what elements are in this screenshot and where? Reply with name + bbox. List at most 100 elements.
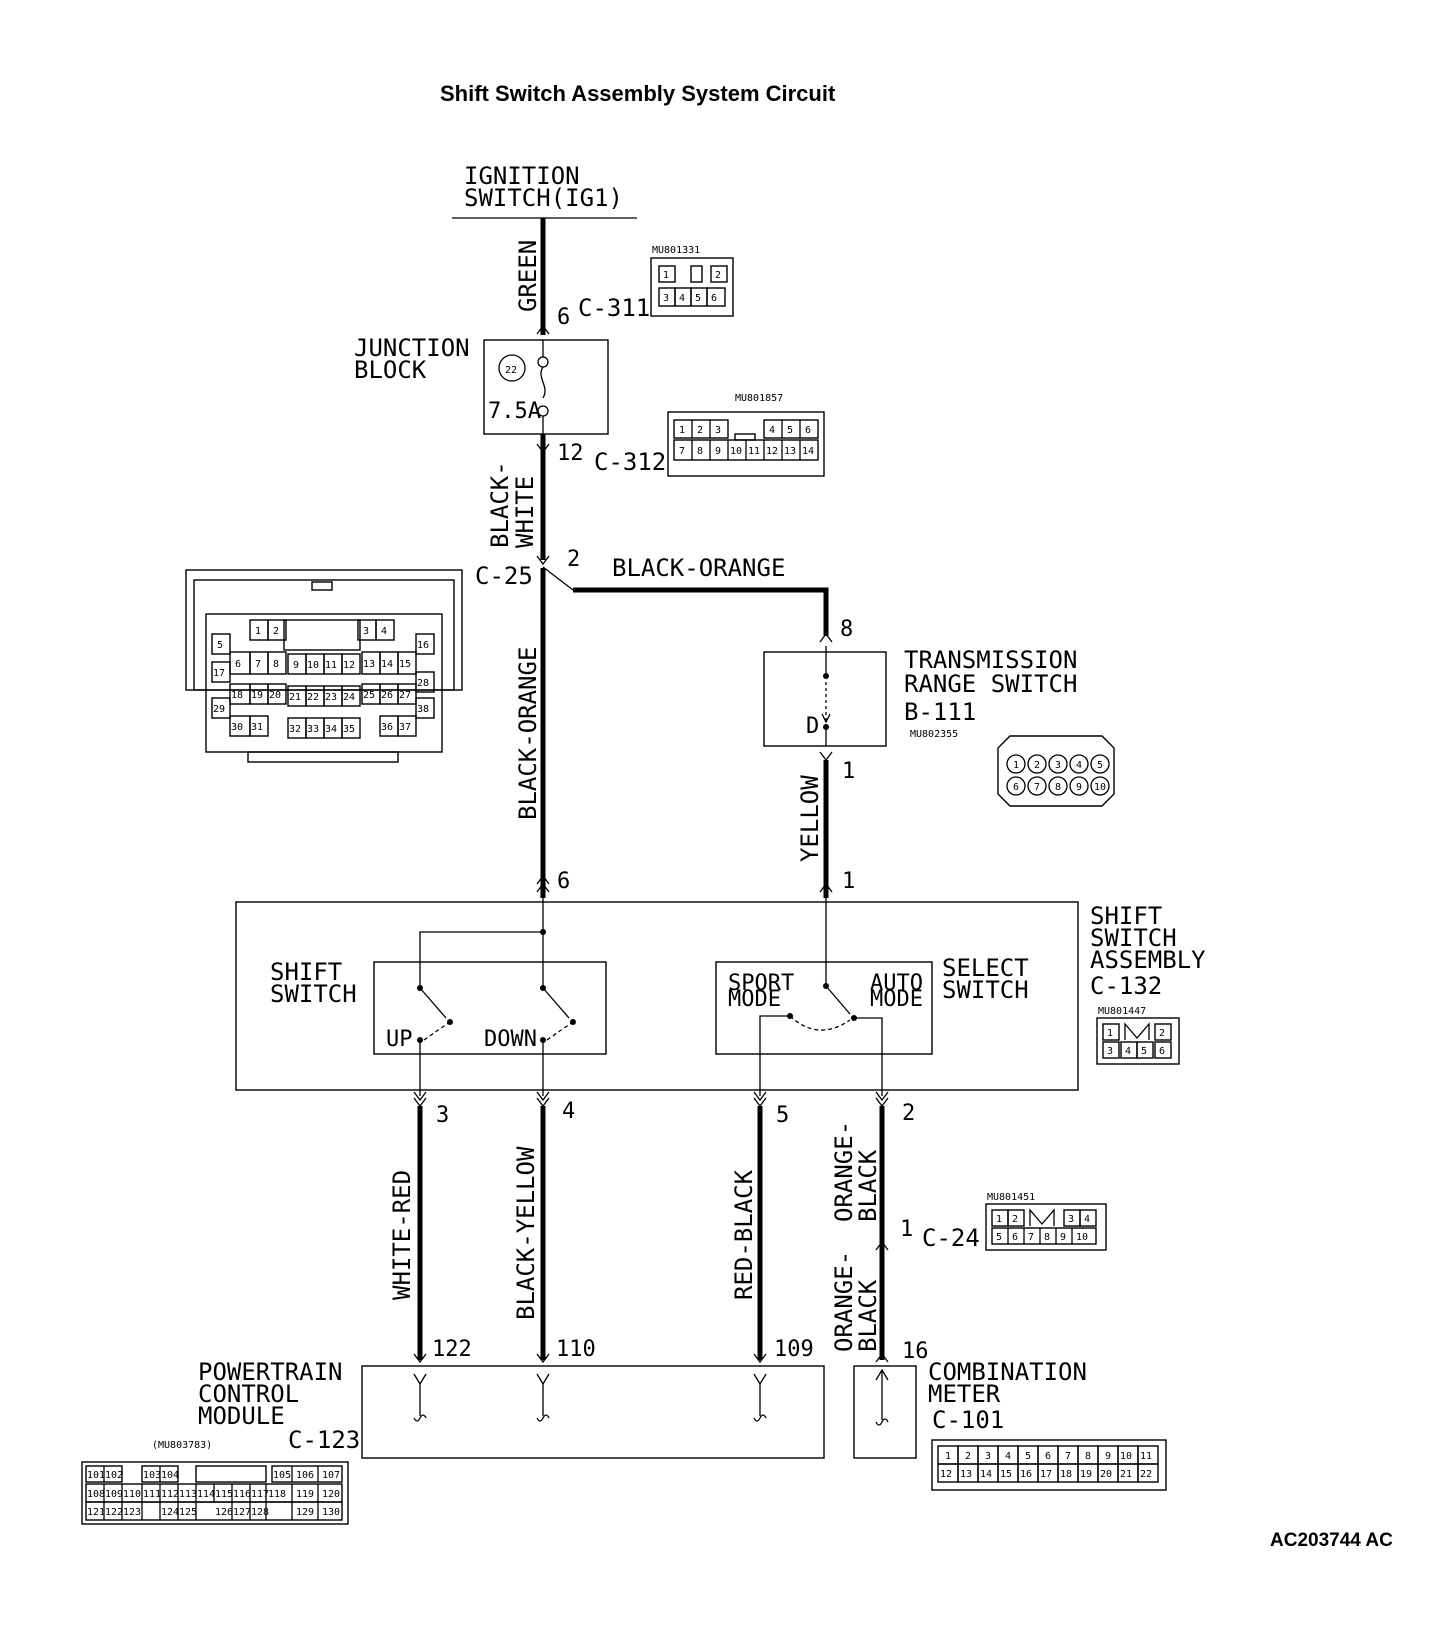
c123-cell: 111	[143, 1489, 161, 1500]
c312-cell: 8	[697, 446, 703, 457]
wire-label-black-orange-h: BLACK-ORANGE	[612, 554, 785, 582]
b111-cell: 4	[1076, 760, 1082, 771]
c123-cell: 102	[105, 1470, 123, 1481]
wire-label-black-white-2: WHITE	[511, 476, 539, 548]
c25-cell: 15	[399, 659, 411, 670]
c24-part: MU801451	[987, 1192, 1035, 1203]
meter-label-1: COMBINATION	[928, 1358, 1087, 1386]
ignition-label-1: IGNITION	[464, 162, 580, 190]
c101-cell: 13	[960, 1469, 972, 1480]
c123-cell: 115	[215, 1489, 233, 1500]
c123-cell: 112	[161, 1489, 179, 1500]
auto-label-2: MODE	[870, 987, 923, 1012]
c132-pin-5: 5	[776, 1103, 789, 1128]
c311-pin: 6	[557, 305, 570, 330]
c101-cell: 19	[1080, 1469, 1092, 1480]
wire-label-green: GREEN	[514, 240, 542, 312]
pcm-label-3: MODULE	[198, 1402, 285, 1430]
c101-cell-frame	[1137, 1463, 1159, 1483]
c101-cell: 10	[1120, 1451, 1132, 1462]
c101-cell: 8	[1085, 1451, 1091, 1462]
c132-pin6-marker-b	[536, 874, 550, 885]
c25-cell: 4	[381, 626, 387, 637]
c24-cell: 10	[1076, 1232, 1088, 1243]
c25-cell: 36	[381, 722, 393, 733]
c123-cell: 126	[215, 1507, 233, 1518]
wire-label-orange-black-1b: ORANGE-	[830, 1251, 858, 1352]
wire-black-orange-branch	[573, 587, 829, 636]
sport-label-2: MODE	[728, 987, 781, 1012]
c101-cell: 15	[1000, 1469, 1012, 1480]
c101-cell: 3	[985, 1451, 991, 1462]
c24-grid: 1 2 3 4 5 6 7 8 9 10	[991, 1208, 1097, 1245]
c132-pin1-marker	[819, 882, 833, 893]
c311-marker	[536, 324, 550, 335]
c24-pin: 1	[900, 1217, 913, 1242]
c25-cell: 2	[273, 626, 279, 637]
select-switch-box	[715, 961, 933, 1055]
c123-cell: 113	[179, 1489, 197, 1500]
diagram-title: Shift Switch Assembly System Circuit	[440, 81, 836, 106]
c25-cell: 26	[381, 690, 393, 701]
c132-grid: 1 2 3 4 5 6	[1102, 1022, 1172, 1059]
c311-cell: 3	[663, 293, 669, 304]
c312-pin: 12	[557, 441, 584, 466]
c101-cell: 5	[1025, 1451, 1031, 1462]
pcm-label-1: POWERTRAIN	[198, 1358, 343, 1386]
up-switch-arm	[419, 987, 447, 1019]
c101-cell: 21	[1120, 1469, 1132, 1480]
c101-cell: 6	[1045, 1451, 1051, 1462]
c25-cell: 7	[255, 659, 261, 670]
b111-cell: 2	[1034, 760, 1040, 771]
c25-cell: 10	[307, 660, 319, 671]
c24-name: C-24	[922, 1224, 980, 1252]
c312-cell: 6	[805, 425, 811, 436]
fuse-element	[540, 366, 546, 399]
c101-cell: 17	[1040, 1469, 1052, 1480]
c25-cell: 32	[289, 724, 301, 735]
b111-cell: 8	[1055, 782, 1061, 793]
c101-cell: 20	[1100, 1469, 1112, 1480]
c123-cell: 119	[296, 1489, 314, 1500]
c24-marker	[875, 1240, 889, 1251]
trs-contact-arrow	[821, 713, 831, 724]
c312-cell: 14	[802, 446, 814, 457]
c311-name: C-311	[578, 294, 650, 322]
transmission-range-switch-box	[763, 651, 887, 747]
c132-pin6-marker-a	[536, 882, 550, 893]
c311-cell: 5	[695, 293, 701, 304]
assembly-connector: C-132	[1090, 972, 1162, 1000]
c123-cell: 127	[233, 1507, 251, 1518]
c123-cell: 105	[273, 1470, 291, 1481]
c123-cell: 129	[296, 1507, 314, 1518]
pcm-pin-110: 110	[556, 1337, 596, 1362]
select-switch-label-2: SWITCH	[942, 976, 1029, 1004]
c312-grid: 1 2 3 4 5 6 7 8 9 10 11 12 13 14	[673, 419, 819, 461]
auto-label-1: AUTO	[870, 971, 923, 996]
trs-connector: B-111	[904, 698, 976, 726]
c123-grid: 101 102 103 104 105 106 107 108 109 110 …	[85, 1465, 343, 1521]
c101-face	[931, 1439, 1167, 1491]
c101-cell: 4	[1005, 1451, 1011, 1462]
c312-cell: 13	[784, 446, 796, 457]
b111-face	[997, 735, 1115, 807]
c25-cell: 13	[363, 659, 375, 670]
wire-label-red-black: RED-BLACK	[730, 1169, 758, 1300]
c24-cell: 8	[1044, 1232, 1050, 1243]
b111-cell: 10	[1094, 782, 1106, 793]
c123-cell: 117	[251, 1489, 269, 1500]
b111-cell: 7	[1034, 782, 1040, 793]
c123-cell: 106	[296, 1470, 314, 1481]
c311-cell: 4	[679, 293, 685, 304]
meter-connector: C-101	[932, 1406, 1004, 1434]
c24-cell: 5	[996, 1232, 1002, 1243]
c132-pin-3: 3	[436, 1103, 449, 1128]
c123-cell: 104	[161, 1470, 179, 1481]
c312-cell: 2	[697, 425, 703, 436]
c24-cell: 4	[1084, 1214, 1090, 1225]
c312-marker	[536, 443, 550, 454]
c25-cell: 5	[217, 640, 223, 651]
shift-switch-assembly-box	[235, 901, 1079, 1091]
wire-label-black-orange-v: BLACK-ORANGE	[514, 647, 542, 820]
